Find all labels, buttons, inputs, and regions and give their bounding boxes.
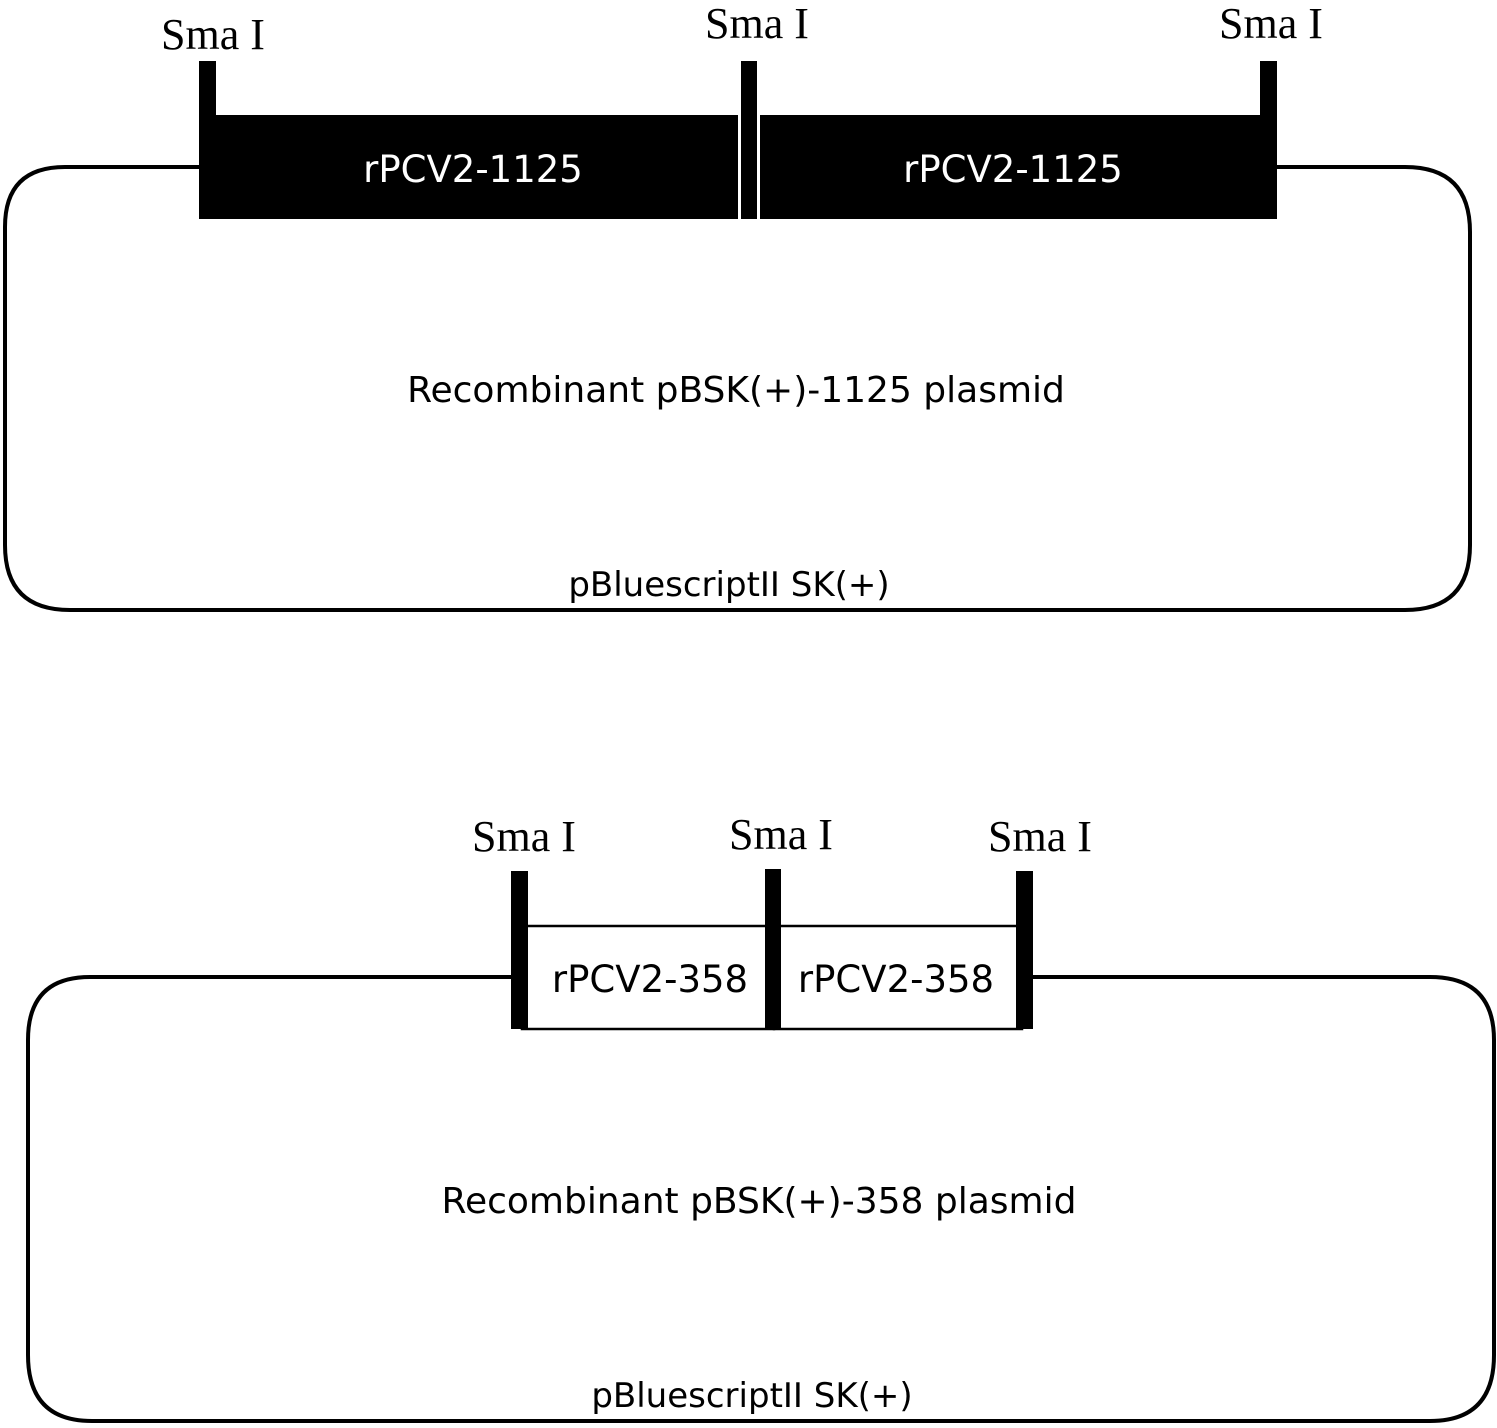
insert-label-1: rPCV2-1125: [363, 148, 583, 191]
restriction-site-label-3: Sma I: [988, 812, 1092, 861]
plasmid-diagram-1125: Sma I Sma I Sma I rPCV2-1125 rPCV2-1125 …: [3, 0, 1472, 612]
plasmid-backbone-outline: [3, 165, 1472, 612]
restriction-site-bar-1: [199, 61, 216, 121]
insert-block-2: [760, 115, 1277, 219]
restriction-site-bar-2: [741, 61, 757, 219]
insert-label-2: rPCV2-1125: [903, 148, 1123, 191]
restriction-site-bar-1: [511, 871, 528, 1029]
restriction-site-bar-3: [1260, 61, 1277, 121]
plasmid-backbone-outline: [26, 975, 1496, 1423]
restriction-site-label-2: Sma I: [729, 810, 833, 859]
backbone-label: pBluescriptII SK(+): [591, 1376, 912, 1416]
restriction-site-bar-3: [1016, 871, 1033, 1029]
restriction-site-label-2: Sma I: [705, 0, 809, 48]
backbone-label: pBluescriptII SK(+): [568, 565, 889, 605]
restriction-site-label-1: Sma I: [161, 10, 265, 59]
plasmid-diagram-358: Sma I Sma I Sma I rPCV2-358 rPCV2-358 Re…: [26, 810, 1496, 1423]
restriction-site-bar-2: [765, 869, 781, 1029]
restriction-site-label-1: Sma I: [472, 812, 576, 861]
plasmid-name-label: Recombinant pBSK(+)-1125 plasmid: [407, 370, 1065, 411]
insert-label-1: rPCV2-358: [552, 958, 748, 1001]
insert-block-1: [199, 115, 738, 219]
insert-block-2: [772, 924, 1024, 1031]
restriction-site-label-3: Sma I: [1219, 0, 1323, 48]
plasmid-name-label: Recombinant pBSK(+)-358 plasmid: [442, 1181, 1077, 1222]
insert-label-2: rPCV2-358: [798, 958, 994, 1001]
